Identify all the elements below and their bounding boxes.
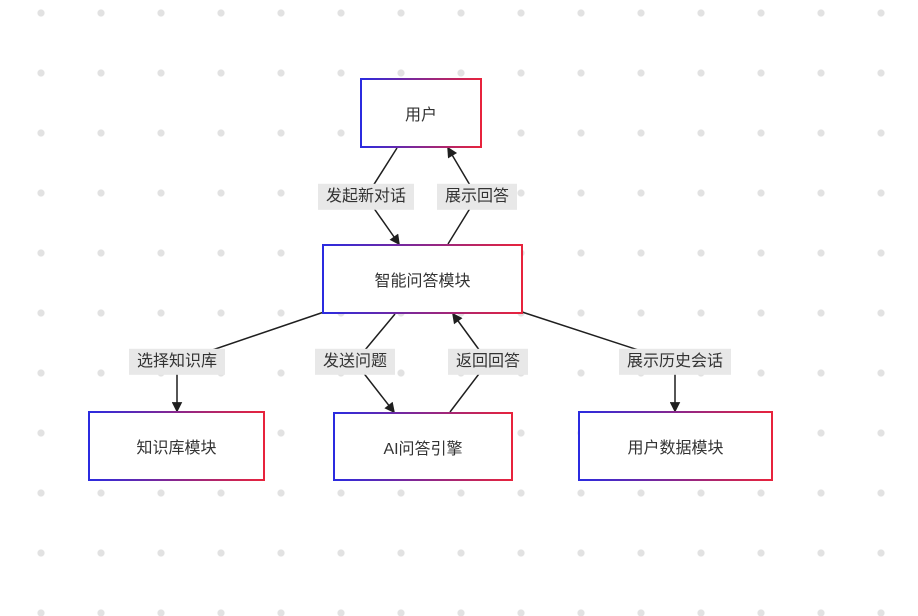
node-qa-module[interactable]: 智能问答模块 [322,244,523,314]
node-kb-module[interactable]: 知识库模块 [88,411,265,481]
edge-label-select-knowledge-base: 选择知识库 [128,348,226,376]
node-ai-engine-label: AI问答引擎 [383,440,463,458]
edge-label-return-answer: 返回回答 [447,348,529,376]
edge-label-show-answer: 展示回答 [436,183,518,211]
node-user-data-module[interactable]: 用户数据模块 [578,411,773,481]
edge-label-send-question: 发送问题 [314,348,396,376]
edge-label-start-new-dialog: 发起新对话 [317,183,415,211]
node-user-label: 用户 [404,107,437,124]
node-user-data-module-label: 用户数据模块 [627,440,724,457]
node-qa-module-label: 智能问答模块 [374,273,471,290]
node-user[interactable]: 用户 [360,78,482,148]
node-ai-engine[interactable]: AI问答引擎 [333,412,513,481]
node-kb-module-label: 知识库模块 [136,440,217,457]
edge-label-show-history-session: 展示历史会话 [618,348,732,376]
